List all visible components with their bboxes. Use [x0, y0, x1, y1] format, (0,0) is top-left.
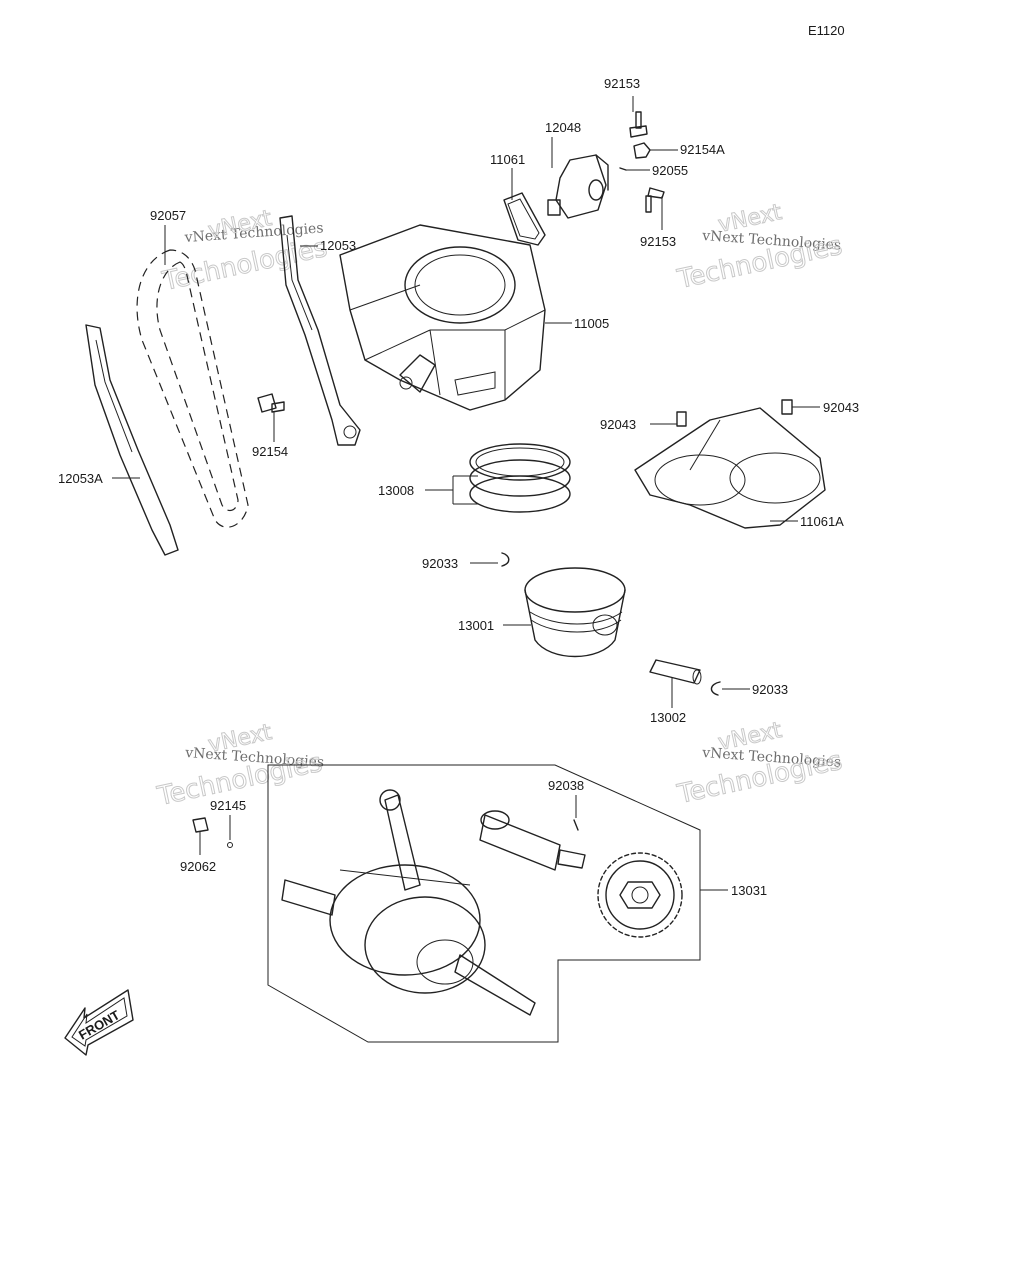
label-92033-right: 92033 [752, 682, 788, 697]
label-92057: 92057 [150, 208, 186, 223]
label-13008: 13008 [378, 483, 414, 498]
label-12053A: 12053A [58, 471, 103, 486]
label-13031: 13031 [731, 883, 767, 898]
oring-92055 [619, 167, 650, 171]
label-92062: 92062 [180, 859, 216, 874]
crankshaft [281, 789, 536, 1016]
piston-rings [425, 443, 571, 513]
bolt-top [629, 96, 648, 138]
label-92145: 92145 [210, 798, 246, 813]
gasket-11061A [634, 407, 826, 529]
watermark-top-right: vNext Technologies vNext Technologies [674, 199, 846, 295]
diagram-code: E1120 [808, 23, 845, 38]
chain-guide-12053 [279, 215, 361, 446]
label-92043-left: 92043 [600, 417, 636, 432]
circlip-left [470, 552, 510, 567]
label-92043-right: 92043 [823, 400, 859, 415]
washer-92154A [633, 142, 678, 159]
label-92154A: 92154A [680, 142, 725, 157]
bolt-92154 [257, 393, 285, 442]
label-92153-lower: 92153 [640, 234, 676, 249]
label-11061: 11061 [490, 152, 525, 167]
tensioner [547, 137, 609, 219]
crankshaft-group-outline [267, 764, 728, 1043]
label-92038: 92038 [548, 778, 584, 793]
front-label: FRONT [76, 1007, 122, 1042]
label-12048: 12048 [545, 120, 581, 135]
key-92038 [573, 795, 579, 831]
chain-guide-12053A [85, 324, 179, 556]
front-arrow: FRONT [64, 989, 134, 1056]
dowel-left [650, 411, 687, 427]
label-13002: 13002 [650, 710, 686, 725]
gasket-11061 [503, 168, 546, 246]
ball-92145 [227, 815, 233, 848]
label-92153-top: 92153 [604, 76, 640, 91]
watermark-bottom-right: vNext Technologies vNext Technologies [674, 717, 846, 810]
label-12053: 12053 [320, 238, 356, 253]
label-92055: 92055 [652, 163, 688, 178]
label-11061A: 11061A [800, 514, 844, 529]
label-92154: 92154 [252, 444, 288, 459]
piston [503, 567, 626, 658]
cylinder-11005 [339, 224, 572, 411]
gear [597, 852, 683, 938]
cam-chain [136, 225, 249, 528]
label-92033-left: 92033 [422, 556, 458, 571]
label-13001: 13001 [458, 618, 494, 633]
balancer-shaft [479, 810, 586, 871]
dowel-right [781, 399, 820, 415]
circlip-right [710, 681, 750, 696]
piston-pin [649, 659, 702, 708]
plug-92062 [192, 817, 209, 855]
bolt-lower [645, 187, 665, 230]
label-11005: 11005 [574, 316, 609, 331]
